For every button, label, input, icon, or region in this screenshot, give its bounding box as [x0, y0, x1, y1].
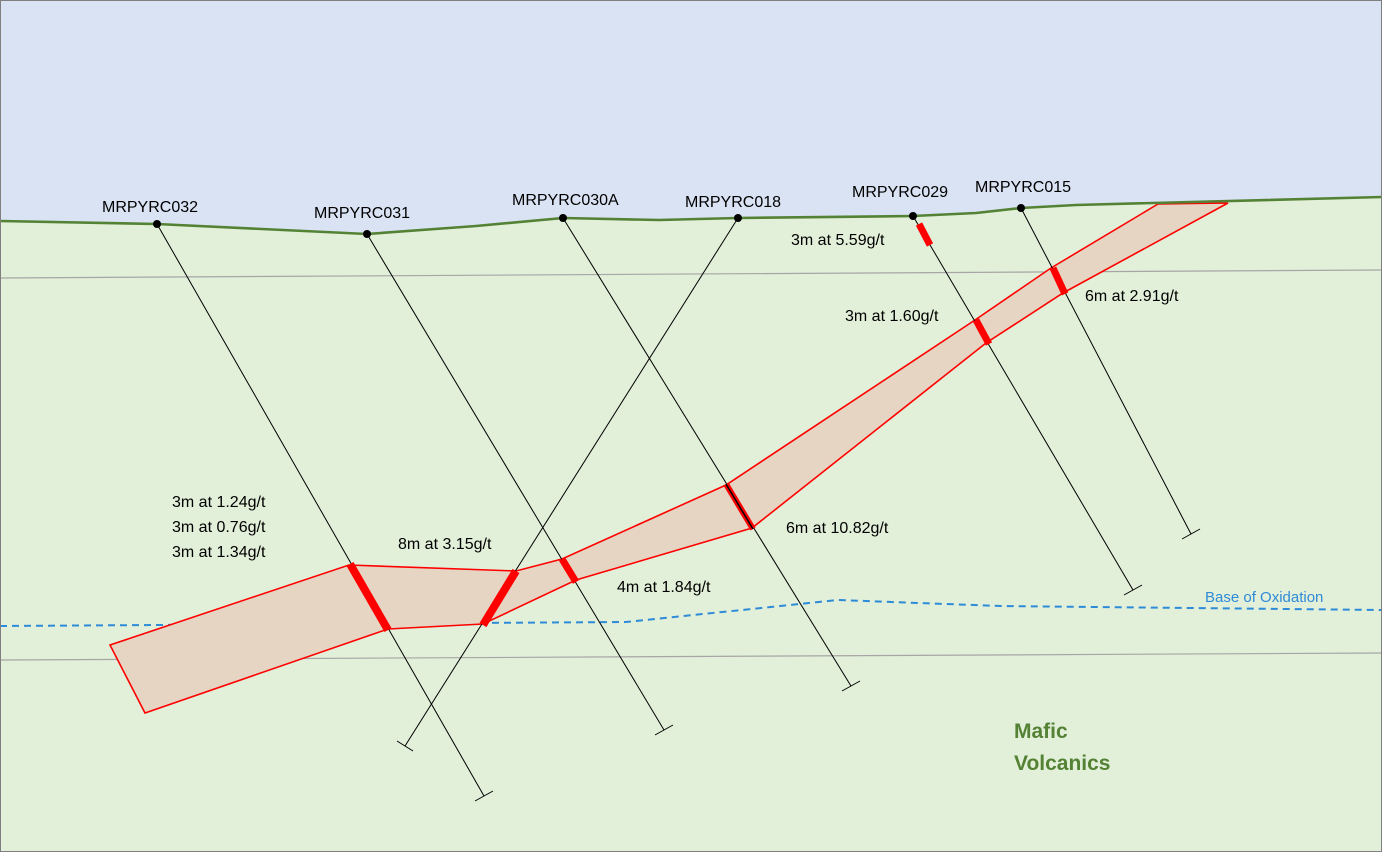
intercept-label-mrpyrc031: 4m at 1.84g/t — [617, 579, 711, 596]
drill-trace-mrpyrc030a — [562, 217, 852, 687]
collar-point-mrpyrc015 — [1017, 204, 1025, 212]
intercept-mark-mrpyrc029-lode — [972, 318, 993, 346]
intercept-label-mrpyrc032-line2: 3m at 0.76g/t — [172, 519, 266, 536]
drill-trace-end-mrpyrc018 — [396, 740, 414, 752]
intercept-mark-mrpyrc032 — [346, 562, 392, 632]
grid-line-upper — [0, 269, 1382, 279]
collar-point-mrpyrc030a — [559, 214, 567, 222]
ground-surface-line — [0, 195, 1382, 236]
drill-trace-mrpyrc031 — [366, 233, 665, 731]
intercept-label-mrpyrc032-line1: 3m at 1.24g/t — [172, 494, 266, 511]
collar-point-mrpyrc031 — [363, 230, 371, 238]
lode-body — [108, 202, 1229, 714]
hole-label-mrpyrc030a: MRPYRC030A — [512, 192, 619, 209]
hole-label-mrpyrc032: MRPYRC032 — [102, 199, 198, 216]
intercept-mark-mrpyrc031 — [559, 557, 579, 584]
hole-label-mrpyrc018: MRPYRC018 — [685, 194, 781, 211]
drill-traces — [156, 207, 1201, 802]
drill-trace-mrpyrc029 — [912, 215, 1134, 591]
hole-label-mrpyrc029: MRPYRC029 — [852, 184, 948, 201]
intercept-label-mrpyrc015: 6m at 2.91g/t — [1085, 288, 1179, 305]
drill-trace-mrpyrc015 — [1020, 207, 1192, 535]
collar-point-mrpyrc029 — [909, 212, 917, 220]
intercept-mark-mrpyrc029-shallow — [915, 222, 934, 247]
collar-point-mrpyrc032 — [153, 220, 161, 228]
drill-trace-end-mrpyrc015 — [1181, 528, 1201, 540]
intercept-label-mrpyrc029-lode: 3m at 1.60g/t — [845, 308, 939, 325]
intercept-mark-mrpyrc015 — [1049, 266, 1069, 296]
base-of-oxidation-line — [0, 598, 1382, 627]
intercept-label-mrpyrc030a: 6m at 10.82g/t — [786, 520, 889, 537]
drill-trace-end-mrpyrc032 — [474, 790, 494, 802]
intercept-mark-mrpyrc030a-core — [725, 483, 754, 530]
base-of-oxidation-label: Base of Oxidation — [1205, 589, 1323, 606]
drill-trace-end-mrpyrc029 — [1123, 584, 1143, 596]
hole-label-mrpyrc015: MRPYRC015 — [975, 179, 1071, 196]
drill-trace-end-mrpyrc030a — [841, 680, 861, 692]
intercept-mark-mrpyrc018 — [479, 568, 520, 628]
hole-label-mrpyrc031: MRPYRC031 — [314, 205, 410, 222]
intercept-label-mrpyrc029-shallow: 3m at 5.59g/t — [791, 232, 885, 249]
intercept-label-mrpyrc018: 8m at 3.15g/t — [398, 536, 492, 553]
lithology-label-line1: Mafic — [1014, 720, 1068, 743]
drill-trace-mrpyrc032 — [156, 223, 485, 797]
intercept-label-mrpyrc032-line3: 3m at 1.34g/t — [172, 544, 266, 561]
collar-point-mrpyrc018 — [734, 214, 742, 222]
drill-trace-end-mrpyrc031 — [654, 724, 674, 736]
drill-trace-mrpyrc018 — [404, 217, 739, 747]
lithology-label-line2: Volcanics — [1014, 752, 1111, 775]
